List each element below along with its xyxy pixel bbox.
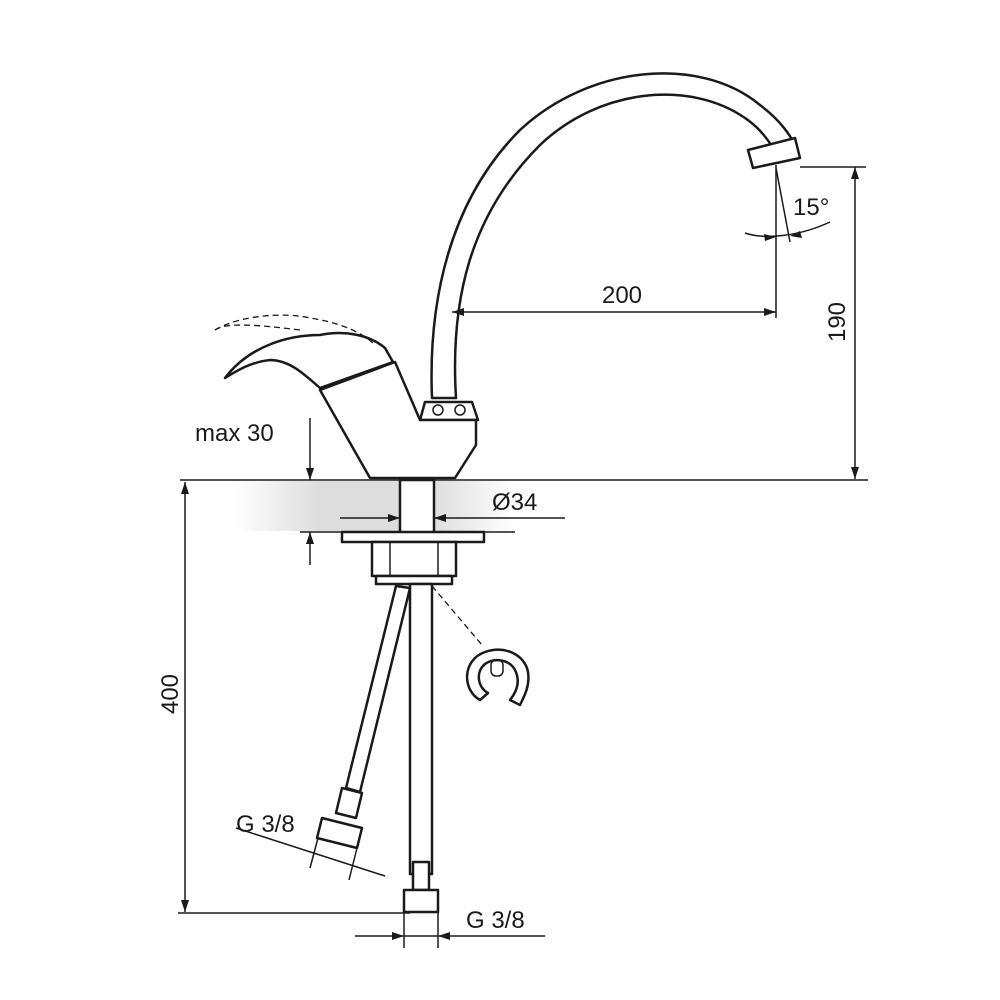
- clip-hole: [490, 659, 504, 677]
- spout-reach-label: 200: [602, 282, 642, 309]
- mounting-assembly: [340, 478, 486, 586]
- aerator: [746, 136, 802, 170]
- dimension-angle: 15°: [744, 167, 831, 243]
- spout: [418, 72, 802, 422]
- dimension-200: 200: [452, 165, 777, 318]
- hose-nut-left: [315, 816, 364, 850]
- thread-right-label: G 3/8: [466, 907, 525, 934]
- spout-height-label: 190: [824, 302, 851, 342]
- dimension-diameter: Ø34: [340, 489, 565, 522]
- hose-length-label: 400: [157, 674, 184, 714]
- mixer-body: [214, 314, 478, 480]
- dimension-thread-left: G 3/8: [235, 811, 386, 881]
- dimension-thread-right: G 3/8: [355, 907, 545, 948]
- dimension-max30: max 30: [195, 418, 314, 565]
- diameter-label: Ø34: [492, 489, 537, 516]
- dimension-190: 190: [800, 166, 866, 479]
- hose-nut-right: [402, 888, 440, 914]
- hoses: [315, 582, 440, 914]
- max-thickness-label: max 30: [195, 420, 274, 447]
- dimension-400: 400: [157, 482, 410, 914]
- lever-handle: [223, 331, 395, 390]
- mounting-clip: [465, 648, 530, 707]
- thread-left-label: G 3/8: [236, 811, 295, 838]
- spout-collar: [418, 400, 480, 422]
- countertop-section: [235, 481, 515, 531]
- angle-label: 15°: [793, 194, 829, 221]
